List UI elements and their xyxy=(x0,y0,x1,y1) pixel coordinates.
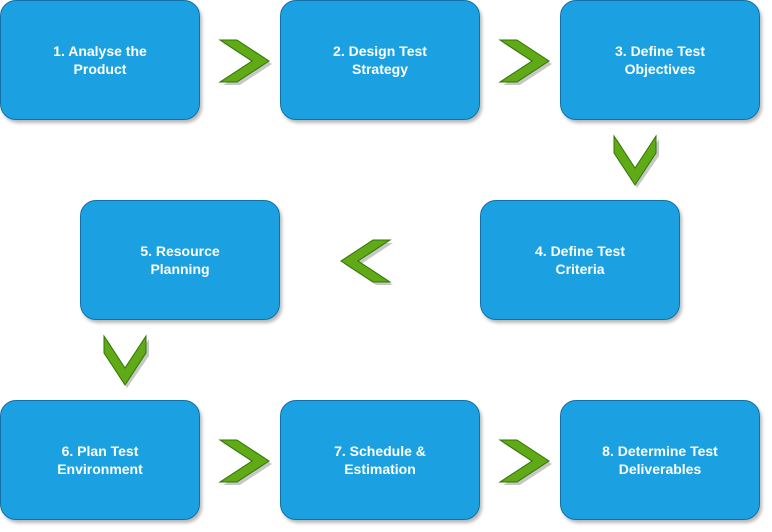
step-analyse-product: 1. Analyse the Product xyxy=(0,0,200,120)
step-label-line: 6. Plan Test xyxy=(61,443,139,459)
step-label-line: 4. Define Test xyxy=(535,243,625,259)
step-label: 5. Resource Planning xyxy=(95,242,265,278)
step-label-line: 3. Define Test xyxy=(615,43,705,59)
chevron-down-icon xyxy=(613,134,659,188)
step-label: 7. Schedule & Estimation xyxy=(295,442,465,478)
step-label-line: Environment xyxy=(57,461,143,477)
step-label-line: Product xyxy=(73,61,127,77)
step-label-line: 1. Analyse the xyxy=(53,43,147,59)
step-label-line: Criteria xyxy=(555,261,605,277)
step-design-test-strategy: 2. Design Test Strategy xyxy=(280,0,480,120)
step-define-test-objectives: 3. Define Test Objectives xyxy=(560,0,760,120)
step-label-line: Objectives xyxy=(624,61,696,77)
step-label: 6. Plan Test Environment xyxy=(15,442,185,478)
step-label-line: 7. Schedule & xyxy=(334,443,426,459)
step-label-line: Strategy xyxy=(351,61,409,77)
step-label-line: 5. Resource xyxy=(140,243,220,259)
step-label-line: Estimation xyxy=(344,461,416,477)
step-plan-test-environment: 6. Plan Test Environment xyxy=(0,400,200,520)
step-determine-test-deliverables: 8. Determine Test Deliverables xyxy=(560,400,760,520)
step-label-line: Planning xyxy=(150,261,210,277)
chevron-right-icon xyxy=(498,39,552,85)
step-define-test-criteria: 4. Define Test Criteria xyxy=(480,200,680,320)
chevron-right-icon xyxy=(218,39,272,85)
chevron-left-icon xyxy=(340,239,393,285)
step-label: 4. Define Test Criteria xyxy=(495,242,665,278)
step-label-line: 2. Design Test xyxy=(333,43,427,59)
step-label-line: Deliverables xyxy=(618,461,702,477)
step-label: 2. Design Test Strategy xyxy=(295,42,465,78)
step-label: 1. Analyse the Product xyxy=(15,42,185,78)
step-resource-planning: 5. Resource Planning xyxy=(80,200,280,320)
chevron-down-icon xyxy=(103,334,149,388)
step-label: 8. Determine Test Deliverables xyxy=(575,442,745,478)
step-label: 3. Define Test Objectives xyxy=(575,42,745,78)
step-schedule-estimation: 7. Schedule & Estimation xyxy=(280,400,480,520)
chevron-right-icon xyxy=(498,439,552,485)
chevron-right-icon xyxy=(218,439,272,485)
step-label-line: 8. Determine Test xyxy=(602,443,718,459)
